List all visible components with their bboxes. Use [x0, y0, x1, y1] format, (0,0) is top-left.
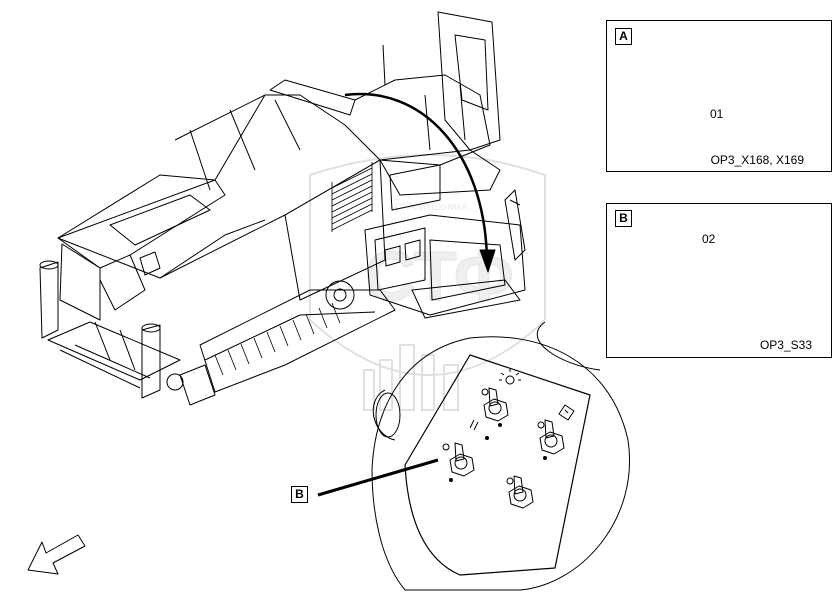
watermark-text: СТРОЙТЕХНИКА [395, 201, 468, 212]
paver-machine [39, 11, 526, 406]
toggle-switch-1 [481, 387, 509, 422]
detail-b-panel: B 02 OP3_S33 [606, 203, 832, 358]
detail-view-circle [371, 321, 630, 591]
direction-arrow-icon [27, 534, 86, 575]
watermark-logo-text: СТФ [365, 237, 514, 315]
detail-a-part-code: OP3_X168, X169 [710, 153, 804, 167]
detail-a-tag: A [615, 28, 632, 45]
callout-leader-line [317, 458, 439, 497]
detail-b-tag: B [615, 210, 632, 227]
wiper-pictogram-icon [469, 419, 479, 431]
detail-a-item-number: 01 [710, 107, 724, 121]
detail-b-item-number: 02 [702, 232, 716, 246]
detail-a-panel: A 01 OP3_X168, X169 [606, 20, 832, 172]
detail-b-part-code: OP3_S33 [759, 338, 812, 352]
toggle-switch-3 [442, 442, 475, 477]
toggle-switch-2 [537, 419, 565, 455]
warning-pictogram-icon [558, 404, 575, 421]
toggle-switch-4 [506, 475, 534, 509]
callout-b-tag: B [291, 486, 308, 503]
lamp-pictogram-icon [499, 369, 521, 385]
